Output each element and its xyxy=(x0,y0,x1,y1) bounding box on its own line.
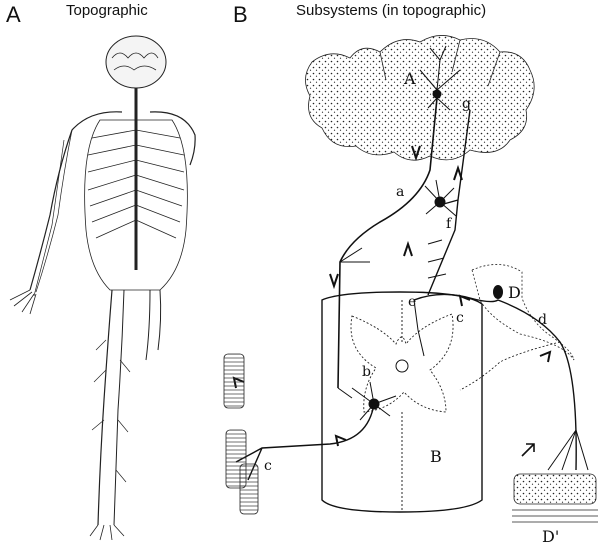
panel-b-letter: B xyxy=(233,2,248,27)
cortical-neuron xyxy=(419,45,461,111)
label-muscle: c xyxy=(264,458,272,474)
label-ascending: g xyxy=(462,96,471,112)
muscle-fibers xyxy=(223,353,259,515)
nervous-system-figure xyxy=(9,35,196,541)
spinal-cord-section xyxy=(321,291,483,513)
label-spinal-ganglion: D xyxy=(508,283,521,302)
label-cord: B xyxy=(430,447,442,466)
skin xyxy=(512,473,598,523)
ascending-fiber xyxy=(427,109,471,296)
arrow-down-2 xyxy=(329,273,339,290)
label-relay-neuron: f xyxy=(446,216,453,232)
sensory-fiber xyxy=(413,293,577,471)
label-muscle-upper: c xyxy=(456,310,464,326)
spinal-ganglion xyxy=(471,264,575,361)
label-motor-neuron: b xyxy=(362,364,371,380)
label-skin: D' xyxy=(542,527,559,546)
relay-neuron xyxy=(424,179,457,217)
label-sensory-fiber: d xyxy=(538,312,547,328)
cortex xyxy=(305,35,535,161)
brain xyxy=(105,35,167,89)
arrow-up-1 xyxy=(453,164,463,181)
label-spinal-entry: e xyxy=(408,294,416,310)
motor-axon xyxy=(337,97,438,389)
arrow-down-1 xyxy=(411,145,421,162)
panel-a-title: Topographic xyxy=(66,2,148,19)
motor-neuron xyxy=(337,381,397,421)
panel-b-title: Subsystems (in topographic) xyxy=(296,2,487,19)
label-motor-axon: a xyxy=(396,184,404,200)
label-cortex: A xyxy=(403,69,416,88)
panel-a-letter: A xyxy=(6,2,21,27)
arrow-up-2 xyxy=(403,240,413,257)
